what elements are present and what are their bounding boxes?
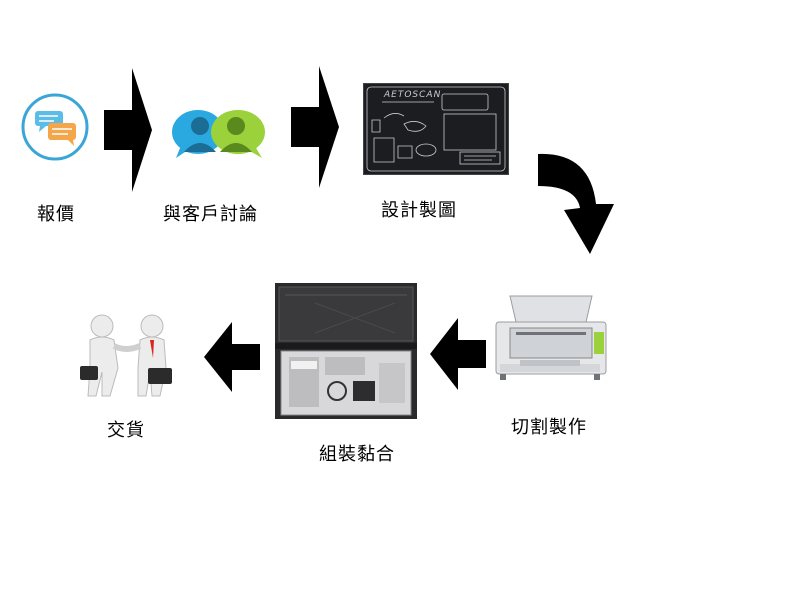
drawing-brand-text: AETOSCAN (384, 90, 442, 100)
foam-case-image (275, 283, 417, 419)
right-arrow-icon (291, 66, 339, 188)
discussion-people-icon (170, 108, 268, 160)
step-label-quote: 報價 (37, 204, 75, 225)
right-arrow-icon (104, 68, 152, 192)
step-label-delivery: 交貨 (107, 420, 145, 441)
step-label-cutting: 切割製作 (511, 417, 587, 438)
step-label-discuss: 與客戶討論 (163, 204, 258, 225)
handshake-icon (76, 312, 180, 398)
left-arrow-icon (430, 318, 486, 390)
curved-down-arrow-icon (536, 152, 618, 256)
step-label-design: 設計製圖 (381, 200, 457, 221)
left-arrow-icon (204, 322, 260, 392)
cad-drawing-image: AETOSCAN (363, 83, 509, 175)
chat-bubbles-icon (20, 92, 90, 162)
step-label-assembly: 組裝黏合 (319, 444, 395, 465)
laser-cutter-image (490, 292, 610, 382)
